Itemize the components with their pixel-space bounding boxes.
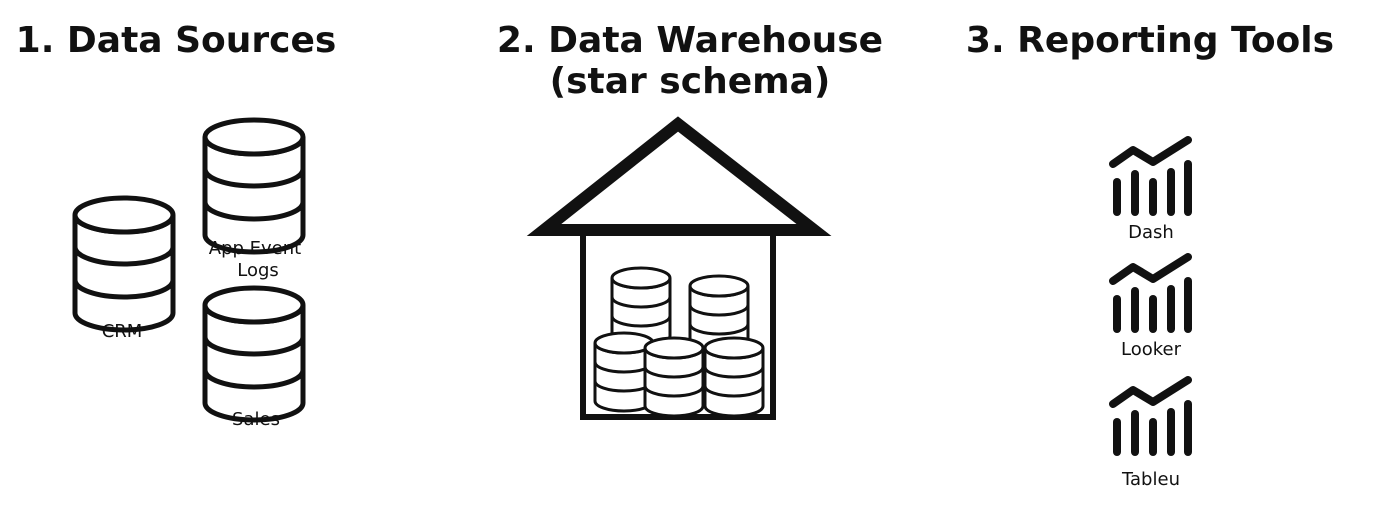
- chart-icon: [1113, 380, 1188, 452]
- data-warehouse-section: 2. Data Warehouse (star schema): [497, 20, 883, 420]
- dash-label: Dash: [1128, 222, 1174, 243]
- looker-label: Looker: [1121, 339, 1182, 360]
- reporting-tools-section: 3. Reporting Tools Dash Looker Tableu: [966, 20, 1334, 490]
- chart-icon: [1113, 257, 1188, 329]
- data-warehouse-title-line1: 2. Data Warehouse: [497, 20, 883, 61]
- sales-label: Sales: [232, 409, 280, 430]
- crm-label: CRM: [102, 321, 143, 342]
- data-sources-title: 1. Data Sources: [16, 20, 337, 61]
- chart-icon: [1113, 140, 1188, 212]
- database-icon: [205, 288, 303, 420]
- reporting-tools-title: 3. Reporting Tools: [966, 20, 1334, 61]
- app-event-logs-label-line1: App Event: [209, 238, 301, 259]
- data-warehouse-title-line2: (star schema): [550, 61, 831, 102]
- database-icon: [643, 336, 705, 418]
- database-icon: [75, 198, 173, 330]
- database-icon: [703, 336, 765, 418]
- app-event-logs-label-line2: Logs: [237, 260, 279, 281]
- database-icon: [205, 120, 303, 252]
- tableu-label: Tableu: [1121, 469, 1180, 490]
- data-sources-section: 1. Data Sources CRM App Event Logs Sales: [16, 20, 337, 430]
